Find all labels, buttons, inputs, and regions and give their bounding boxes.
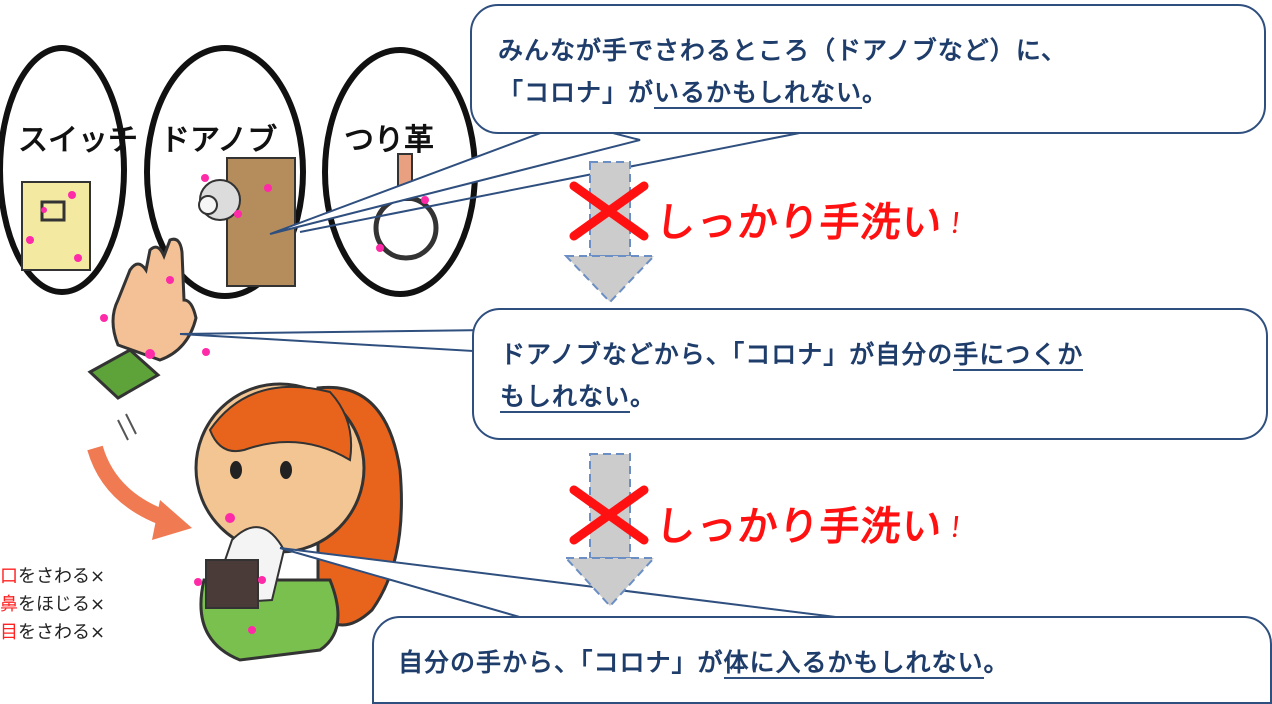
callout-1-line2-plain: 「コロナ」が — [498, 78, 655, 107]
side-list-item: 鼻をほじる× — [0, 594, 106, 615]
callout-3-text: 自分の手から、「コロナ」が体に入るかもしれない。 — [398, 642, 1010, 684]
handwash-text: しっかり手洗い — [653, 504, 945, 550]
strap-label: つり革 — [344, 123, 434, 158]
switch-sign: スイッチ — [0, 45, 138, 295]
x-mark-icon — [569, 181, 649, 241]
callout-1-underline: いるかもしれない — [654, 78, 863, 109]
girl-drawing — [194, 382, 403, 662]
handwash-bang: ！ — [946, 511, 980, 544]
handwash-bang: ！ — [946, 207, 980, 240]
hand-drawing — [87, 237, 210, 441]
handwash-label: しっかり手洗い！ — [653, 190, 981, 248]
side-list: 口をさわる× 鼻をほじる× 目をさわる× — [0, 563, 170, 647]
down-arrow-icon — [563, 161, 657, 304]
callout-2-line1-plain: ドアノブなどから、「コロナ」が自分の — [500, 340, 954, 369]
callout-body — [372, 616, 1272, 704]
handwash-label: しっかり手洗い！ — [653, 494, 981, 552]
callout-2-underline-2: もしれない — [500, 382, 631, 413]
callout-1-line1: みんなが手でさわるところ（ドアノブなど）に、 — [498, 36, 1068, 65]
callout-doorknob — [470, 4, 1266, 134]
callout-hand — [472, 308, 1268, 440]
callout-2-line2-end: 。 — [630, 382, 657, 411]
callout-3-plain: 自分の手から、「コロナ」が — [398, 648, 724, 677]
callout-1-text: みんなが手でさわるところ（ドアノブなど）に、 「コロナ」がいるかもしれない。 — [498, 30, 1067, 114]
handwash-text: しっかり手洗い — [653, 200, 945, 246]
doorknob-sign: ドアノブ — [144, 45, 306, 299]
doorknob-label: ドアノブ — [160, 123, 277, 158]
callout-2-underline-1: 手につくか — [953, 340, 1084, 371]
callout-2-text: ドアノブなどから、「コロナ」が自分の手につくか もしれない。 — [500, 334, 1084, 418]
callout-3-end: 。 — [983, 648, 1010, 677]
side-list-item: 口をさわる× — [0, 566, 106, 587]
x-mark-icon — [569, 485, 649, 545]
side-list-item: 目をさわる× — [0, 622, 106, 643]
callout-3-underline: 体に入るかもしれない — [723, 648, 984, 679]
switch-label: スイッチ — [18, 123, 138, 158]
